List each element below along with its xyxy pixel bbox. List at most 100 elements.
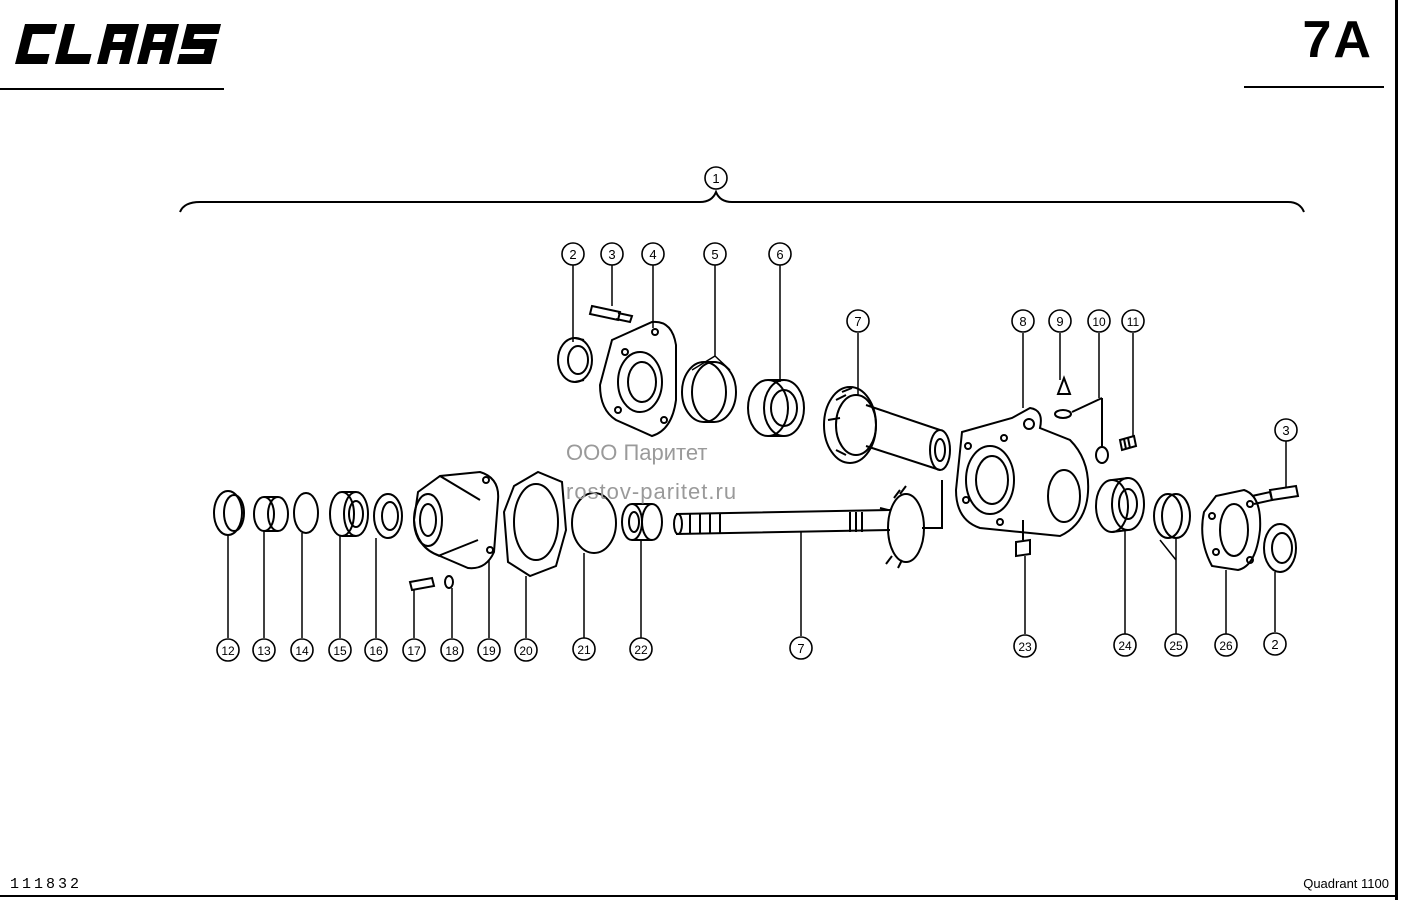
callout-9: 9 (1048, 309, 1072, 333)
frame-border-right (1395, 0, 1398, 900)
flange-housing-19 (412, 470, 500, 570)
callout-14: 14 (290, 638, 314, 662)
callout-label: 21 (577, 643, 591, 657)
callout-label: 20 (519, 644, 533, 658)
bearing-cone-13 (253, 496, 289, 532)
seal-ring-12 (213, 490, 245, 536)
seal-ring-2-top (557, 337, 593, 383)
callout-18: 18 (440, 638, 464, 662)
callout-label: 25 (1169, 639, 1183, 653)
machine-model: Quadrant 1100 (1303, 876, 1389, 891)
gear-housing-8 (954, 406, 1090, 538)
leader-lines (227, 265, 1287, 638)
callout-1: 1 (704, 166, 728, 190)
header-rule-right (1244, 86, 1384, 88)
assembly-bracket (179, 189, 1305, 213)
callout-label: 11 (1127, 315, 1140, 329)
callout-label: 12 (221, 644, 235, 658)
callout-label: 2 (1271, 637, 1278, 652)
callout-15: 15 (328, 638, 352, 662)
callout-8: 8 (1011, 309, 1035, 333)
callout-10: 10 (1087, 309, 1111, 333)
bearing-24 (1095, 477, 1145, 533)
callout-25: 25 (1164, 633, 1188, 657)
callout-2: 2 (1263, 632, 1287, 656)
plug-23 (1015, 520, 1031, 558)
snap-ring-14 (293, 492, 319, 534)
bolt-3-top (588, 304, 634, 324)
drawing-number: 111832 (10, 876, 83, 893)
callout-label: 13 (257, 644, 271, 658)
watermark-company: ООО Паритет (566, 440, 708, 465)
claas-logo (15, 24, 222, 64)
callout-label: 26 (1219, 639, 1233, 653)
callout-17: 17 (402, 638, 426, 662)
callout-2: 2 (561, 242, 585, 266)
shim-21 (571, 492, 617, 554)
bearing-15 (329, 491, 369, 537)
callout-13: 13 (252, 638, 276, 662)
bearing-22 (621, 503, 663, 541)
callout-label: 7 (854, 314, 861, 329)
callout-23: 23 (1013, 634, 1037, 658)
gasket-20 (502, 470, 568, 578)
callout-label: 19 (482, 644, 496, 658)
callout-3: 3 (600, 242, 624, 266)
callout-label: 2 (569, 247, 576, 262)
callout-label: 1 (712, 171, 719, 186)
callout-21: 21 (572, 637, 596, 661)
callout-24: 24 (1113, 633, 1137, 657)
callout-label: 23 (1018, 640, 1032, 654)
callout-22: 22 (629, 637, 653, 661)
callout-4: 4 (641, 242, 665, 266)
bearing-cover-4 (598, 320, 677, 438)
bolt-17 (408, 576, 436, 592)
bearing-cover-26 (1201, 488, 1262, 572)
bearing-cup-6 (747, 379, 805, 437)
watermark-url: rostov-paritet.ru (566, 479, 738, 504)
grease-nipple-9 (1054, 375, 1072, 419)
callout-label: 10 (1092, 315, 1106, 329)
callout-11: 11 (1121, 309, 1145, 333)
seal-16 (373, 493, 403, 539)
washer-18 (444, 575, 454, 589)
callout-label: 16 (369, 644, 383, 658)
callout-12: 12 (216, 638, 240, 662)
callout-19: 19 (477, 638, 501, 662)
callout-label: 17 (407, 644, 421, 658)
shim-25 (1153, 493, 1191, 539)
shim-ring-5 (681, 361, 737, 423)
callout-label: 18 (445, 644, 459, 658)
callout-20: 20 (514, 638, 538, 662)
callout-label: 6 (776, 247, 783, 262)
plug-10 (1071, 397, 1109, 464)
callout-26: 26 (1214, 633, 1238, 657)
shaft-7-bottom (673, 480, 943, 569)
bolt-3-right (1251, 484, 1300, 505)
callout-3: 3 (1274, 418, 1298, 442)
callout-label: 14 (295, 644, 309, 658)
seal-ring-2-bottom (1263, 523, 1297, 573)
callout-16: 16 (364, 638, 388, 662)
callout-label: 9 (1056, 314, 1063, 329)
callout-label: 22 (634, 643, 648, 657)
frame-border-bottom (0, 895, 1398, 897)
screw-11 (1118, 434, 1138, 452)
callout-label: 8 (1019, 314, 1026, 329)
callout-label: 3 (608, 247, 615, 262)
header-rule-left (0, 88, 224, 90)
callout-6: 6 (768, 242, 792, 266)
callout-7: 7 (846, 309, 870, 333)
callout-label: 3 (1282, 423, 1289, 438)
sheet-number: 7A (1302, 11, 1373, 69)
callout-label: 24 (1118, 639, 1132, 653)
bevel-pinion-7-top (823, 386, 951, 471)
callout-5: 5 (703, 242, 727, 266)
callout-label: 4 (649, 247, 656, 262)
callout-label: 5 (711, 247, 718, 262)
callout-label: 15 (333, 644, 347, 658)
callout-7: 7 (789, 636, 813, 660)
